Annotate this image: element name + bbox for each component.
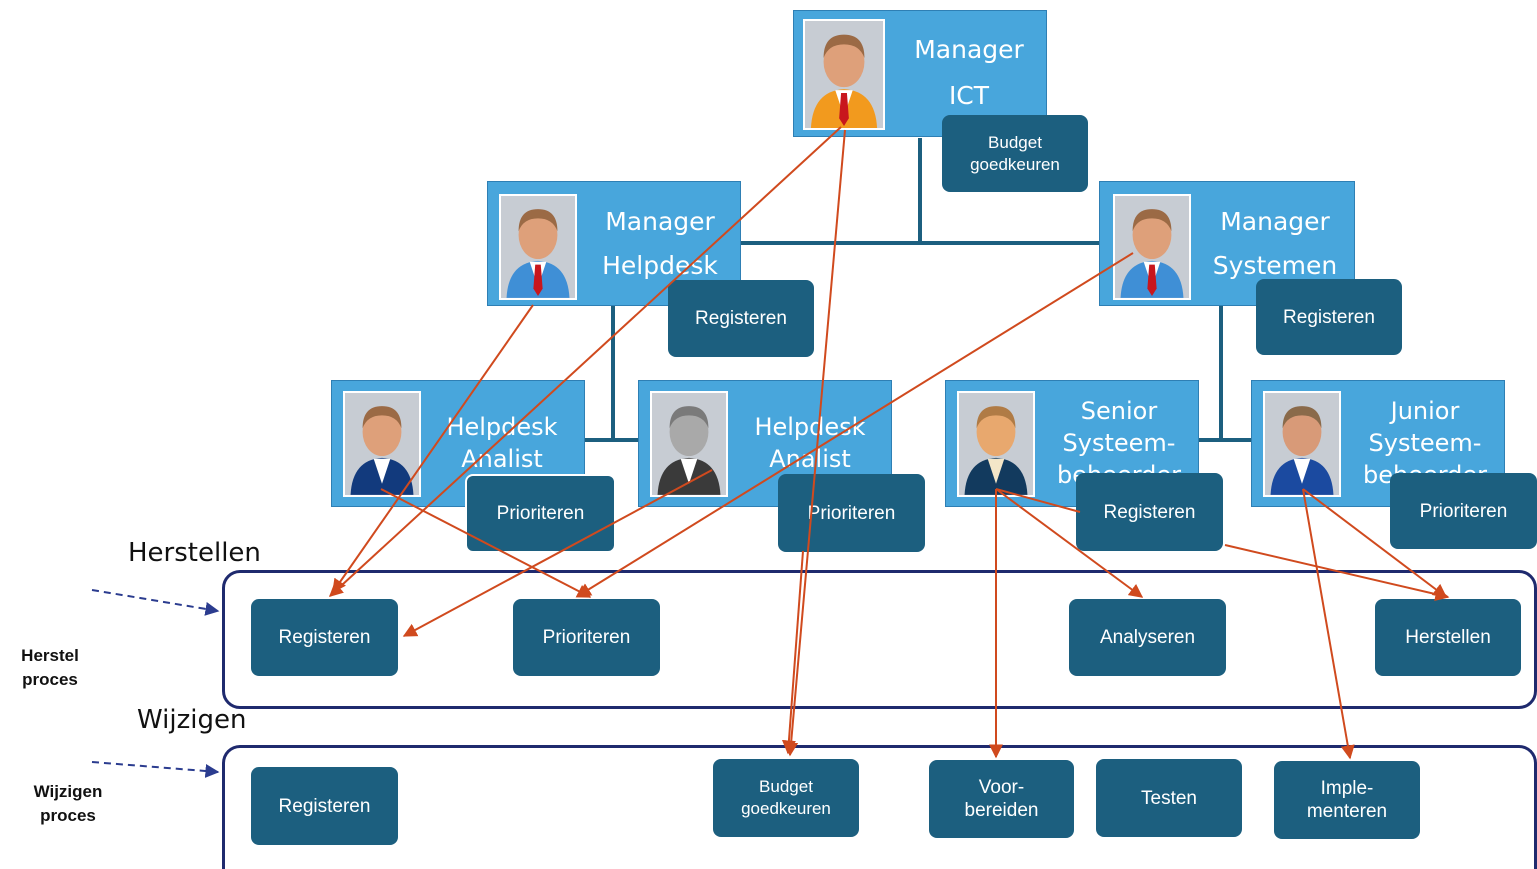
side-label-line1: Wijzigen (33, 782, 103, 801)
task-registeren-systemen: Registeren (1256, 279, 1402, 355)
role-manager-ict: Manager ICT (793, 10, 1047, 137)
person-icon (957, 391, 1035, 497)
task-prioriteren-junior: Prioriteren (1390, 473, 1537, 549)
person-icon (343, 391, 421, 497)
step-line1: Imple- (1320, 778, 1374, 799)
role-title-line1: Manager (1220, 207, 1330, 236)
side-label-line2: proces (40, 806, 96, 825)
role-title-line1: Helpdesk (446, 413, 558, 441)
side-label-line1: Herstel (21, 646, 79, 665)
herstel-step-analyseren: Analyseren (1069, 599, 1226, 676)
wijzigen-step-implementeren: Imple- menteren (1274, 761, 1420, 839)
wijzigen-step-testen: Testen (1096, 759, 1242, 837)
person-icon (499, 194, 577, 300)
person-icon (803, 19, 885, 130)
role-title-line1: Junior (1390, 397, 1460, 425)
wijzigen-step-registeren: Registeren (251, 767, 398, 845)
task-registeren-senior: Registeren (1076, 473, 1223, 551)
role-title-line2: Systeem- (1062, 429, 1176, 457)
pointer-herstel (91, 589, 220, 616)
role-title-line2: Systeem- (1368, 429, 1482, 457)
wijzigen-step-voorbereiden: Voor- bereiden (929, 760, 1074, 838)
role-title-line2: Analist (769, 445, 851, 473)
role-title-line2: ICT (948, 81, 990, 110)
task-registeren-helpdesk: Registeren (668, 280, 814, 357)
herstel-step-herstellen: Herstellen (1375, 599, 1521, 676)
task-prioriteren-analist-1: Prioriteren (465, 474, 616, 553)
step-line2: bereiden (964, 800, 1039, 821)
step-line2: menteren (1306, 801, 1388, 822)
herstel-step-prioriteren: Prioriteren (513, 599, 660, 676)
step-line1: Testen (1141, 787, 1197, 809)
task-line1: Budget (988, 132, 1042, 152)
wijzigen-title: Wijzigen (137, 705, 247, 735)
person-icon (650, 391, 728, 497)
role-title-line2: Systemen (1212, 251, 1338, 280)
wijzigen-proces-label: Wijzigen proces (18, 780, 118, 828)
role-title-line2: Analist (461, 445, 543, 473)
step-line1: Budget (759, 777, 813, 796)
person-icon (1113, 194, 1191, 300)
task-line2: goedkeuren (970, 154, 1060, 174)
role-title-line1: Manager (605, 207, 715, 236)
task-prioriteren-analist-2: Prioriteren (778, 474, 925, 552)
pointer-wijzigen (91, 761, 220, 778)
herstel-process-frame (222, 570, 1537, 709)
herstel-step-registeren: Registeren (251, 599, 398, 676)
role-title-line1: Manager (914, 35, 1024, 64)
wijzigen-step-budget-goedkeuren: Budget goedkeuren (713, 759, 859, 837)
step-line1: Voor- (978, 777, 1025, 798)
person-icon (1263, 391, 1341, 497)
step-line1: Registeren (278, 795, 371, 817)
side-label-line2: proces (22, 670, 78, 689)
task-budget-goedkeuren: Budget goedkeuren (942, 115, 1088, 192)
herstellen-title: Herstellen (128, 538, 261, 568)
wijzigen-process-frame (222, 745, 1537, 869)
role-title-line1: Helpdesk (754, 413, 866, 441)
step-line2: goedkeuren (741, 799, 831, 818)
role-title-line1: Senior (1080, 397, 1158, 425)
herstel-proces-label: Herstel proces (0, 644, 100, 692)
